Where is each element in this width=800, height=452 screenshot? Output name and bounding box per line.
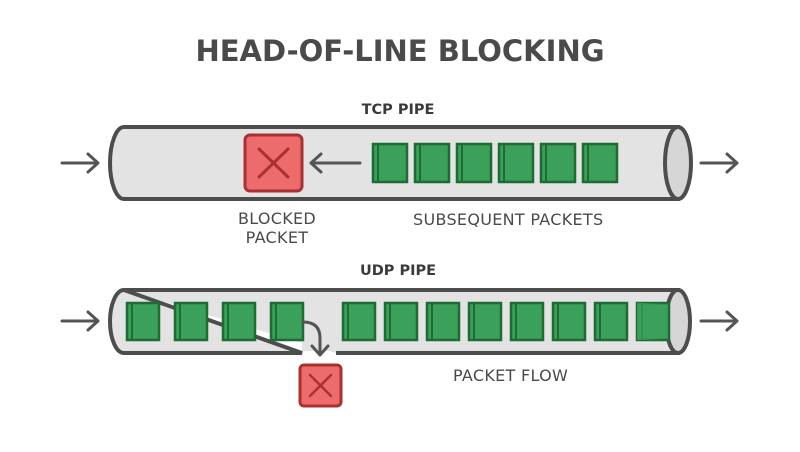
udp-fading-packet — [637, 303, 663, 340]
blocked-x-icon — [257, 147, 290, 179]
blocked-label-line2: PACKET — [245, 228, 309, 247]
tcp-blocked-packet — [243, 133, 304, 193]
tcp-input-arrow-icon — [60, 152, 100, 174]
udp-packet — [125, 301, 161, 342]
tcp-packet — [455, 142, 493, 184]
udp-packet — [173, 301, 209, 342]
udp-dropped-packet — [298, 363, 343, 408]
dropped-x-icon — [308, 373, 333, 398]
subsequent-packets-label: SUBSEQUENT PACKETS — [413, 210, 604, 229]
blocked-packet-label: BLOCKED PACKET — [232, 209, 322, 247]
packet-flow-label: PACKET FLOW — [453, 366, 569, 385]
tcp-packet-group — [371, 142, 619, 184]
udp-packet — [341, 301, 377, 342]
drop-arrow-icon — [301, 320, 330, 357]
tcp-pipe-opening — [663, 125, 693, 201]
tcp-packet — [539, 142, 577, 184]
tcp-packet — [413, 142, 451, 184]
wait-arrow-icon — [309, 152, 362, 174]
udp-packet — [269, 301, 305, 342]
udp-packet-group — [125, 301, 671, 342]
udp-pipe-title: UDP PIPE — [359, 263, 437, 279]
udp-packet — [593, 301, 629, 342]
udp-packet — [551, 301, 587, 342]
tcp-packet — [497, 142, 535, 184]
udp-packet — [467, 301, 503, 342]
udp-packet — [425, 301, 461, 342]
tcp-pipe-title: TCP PIPE — [361, 102, 435, 118]
tcp-output-arrow-icon — [699, 152, 739, 174]
udp-packet — [221, 301, 257, 342]
udp-input-arrow-icon — [60, 310, 100, 332]
udp-packet — [509, 301, 545, 342]
tcp-packet — [371, 142, 409, 184]
blocked-label-line1: BLOCKED — [237, 209, 317, 228]
udp-packet — [383, 301, 419, 342]
udp-output-arrow-icon — [699, 310, 739, 332]
tcp-packet — [581, 142, 619, 184]
diagram-title: HEAD-OF-LINE BLOCKING — [195, 34, 605, 68]
